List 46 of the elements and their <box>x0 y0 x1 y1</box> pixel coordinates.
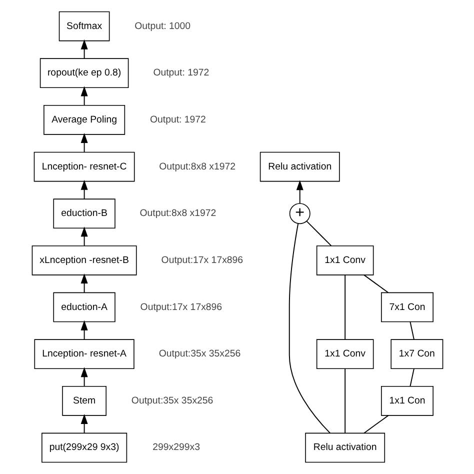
node-box: Softmax <box>58 11 110 42</box>
connector <box>362 274 388 294</box>
arrow <box>80 39 88 59</box>
connector <box>344 274 346 340</box>
node-box: Lnception- resnet-C <box>33 152 134 182</box>
node-label: Output:17x 17x896 <box>160 254 243 266</box>
node-box: eduction-B <box>52 198 115 229</box>
node-box: xLnception -resnet-B <box>31 245 136 276</box>
node-box: 1x1 Conv <box>316 339 374 369</box>
connector <box>306 220 332 246</box>
node-box: Stem <box>62 386 106 416</box>
arrow <box>80 367 88 387</box>
node-label: Output:35x 35x256 <box>158 348 240 360</box>
connector <box>363 414 388 434</box>
connector <box>409 368 414 387</box>
node-box: 1x1 Con <box>380 386 433 416</box>
arrow <box>80 320 88 340</box>
node-label: Output:8x8 x1972 <box>139 208 216 220</box>
node-label: Output: 1972 <box>152 68 209 79</box>
node-label: Output: 1972 <box>149 114 206 126</box>
node-box: Relu activation <box>259 152 340 182</box>
node-circle: + <box>288 203 310 224</box>
node-box: Lnception- resnet-A <box>34 339 134 369</box>
node-label: Output:8x8 x1972 <box>158 161 236 172</box>
node-label: Output:35x 35x256 <box>130 395 213 406</box>
node-label: Output:17x 17x896 <box>140 302 222 313</box>
arrow <box>80 226 88 246</box>
connector <box>288 223 330 434</box>
connector <box>344 368 346 434</box>
node-box: Relu activation <box>304 432 385 463</box>
node-label: Output: 1000 <box>134 20 190 32</box>
node-box: put(299x29 9x3) <box>41 432 127 463</box>
arrow <box>80 133 88 153</box>
arrow <box>80 86 88 106</box>
connector <box>409 321 414 340</box>
node-box: Average Poling <box>43 105 125 135</box>
arrow <box>80 180 88 200</box>
node-box: 1x7 Con <box>390 339 443 369</box>
node-box: 1x1 Conv <box>316 245 374 276</box>
arrow <box>80 414 88 434</box>
arrow <box>296 180 303 204</box>
node-box: ropout(ke ep 0.8) <box>39 58 128 88</box>
node-label: 299x299x3 <box>152 442 200 454</box>
node-box: eduction-A <box>52 292 115 322</box>
node-box: 7x1 Con <box>380 292 433 322</box>
arrow <box>80 273 88 294</box>
